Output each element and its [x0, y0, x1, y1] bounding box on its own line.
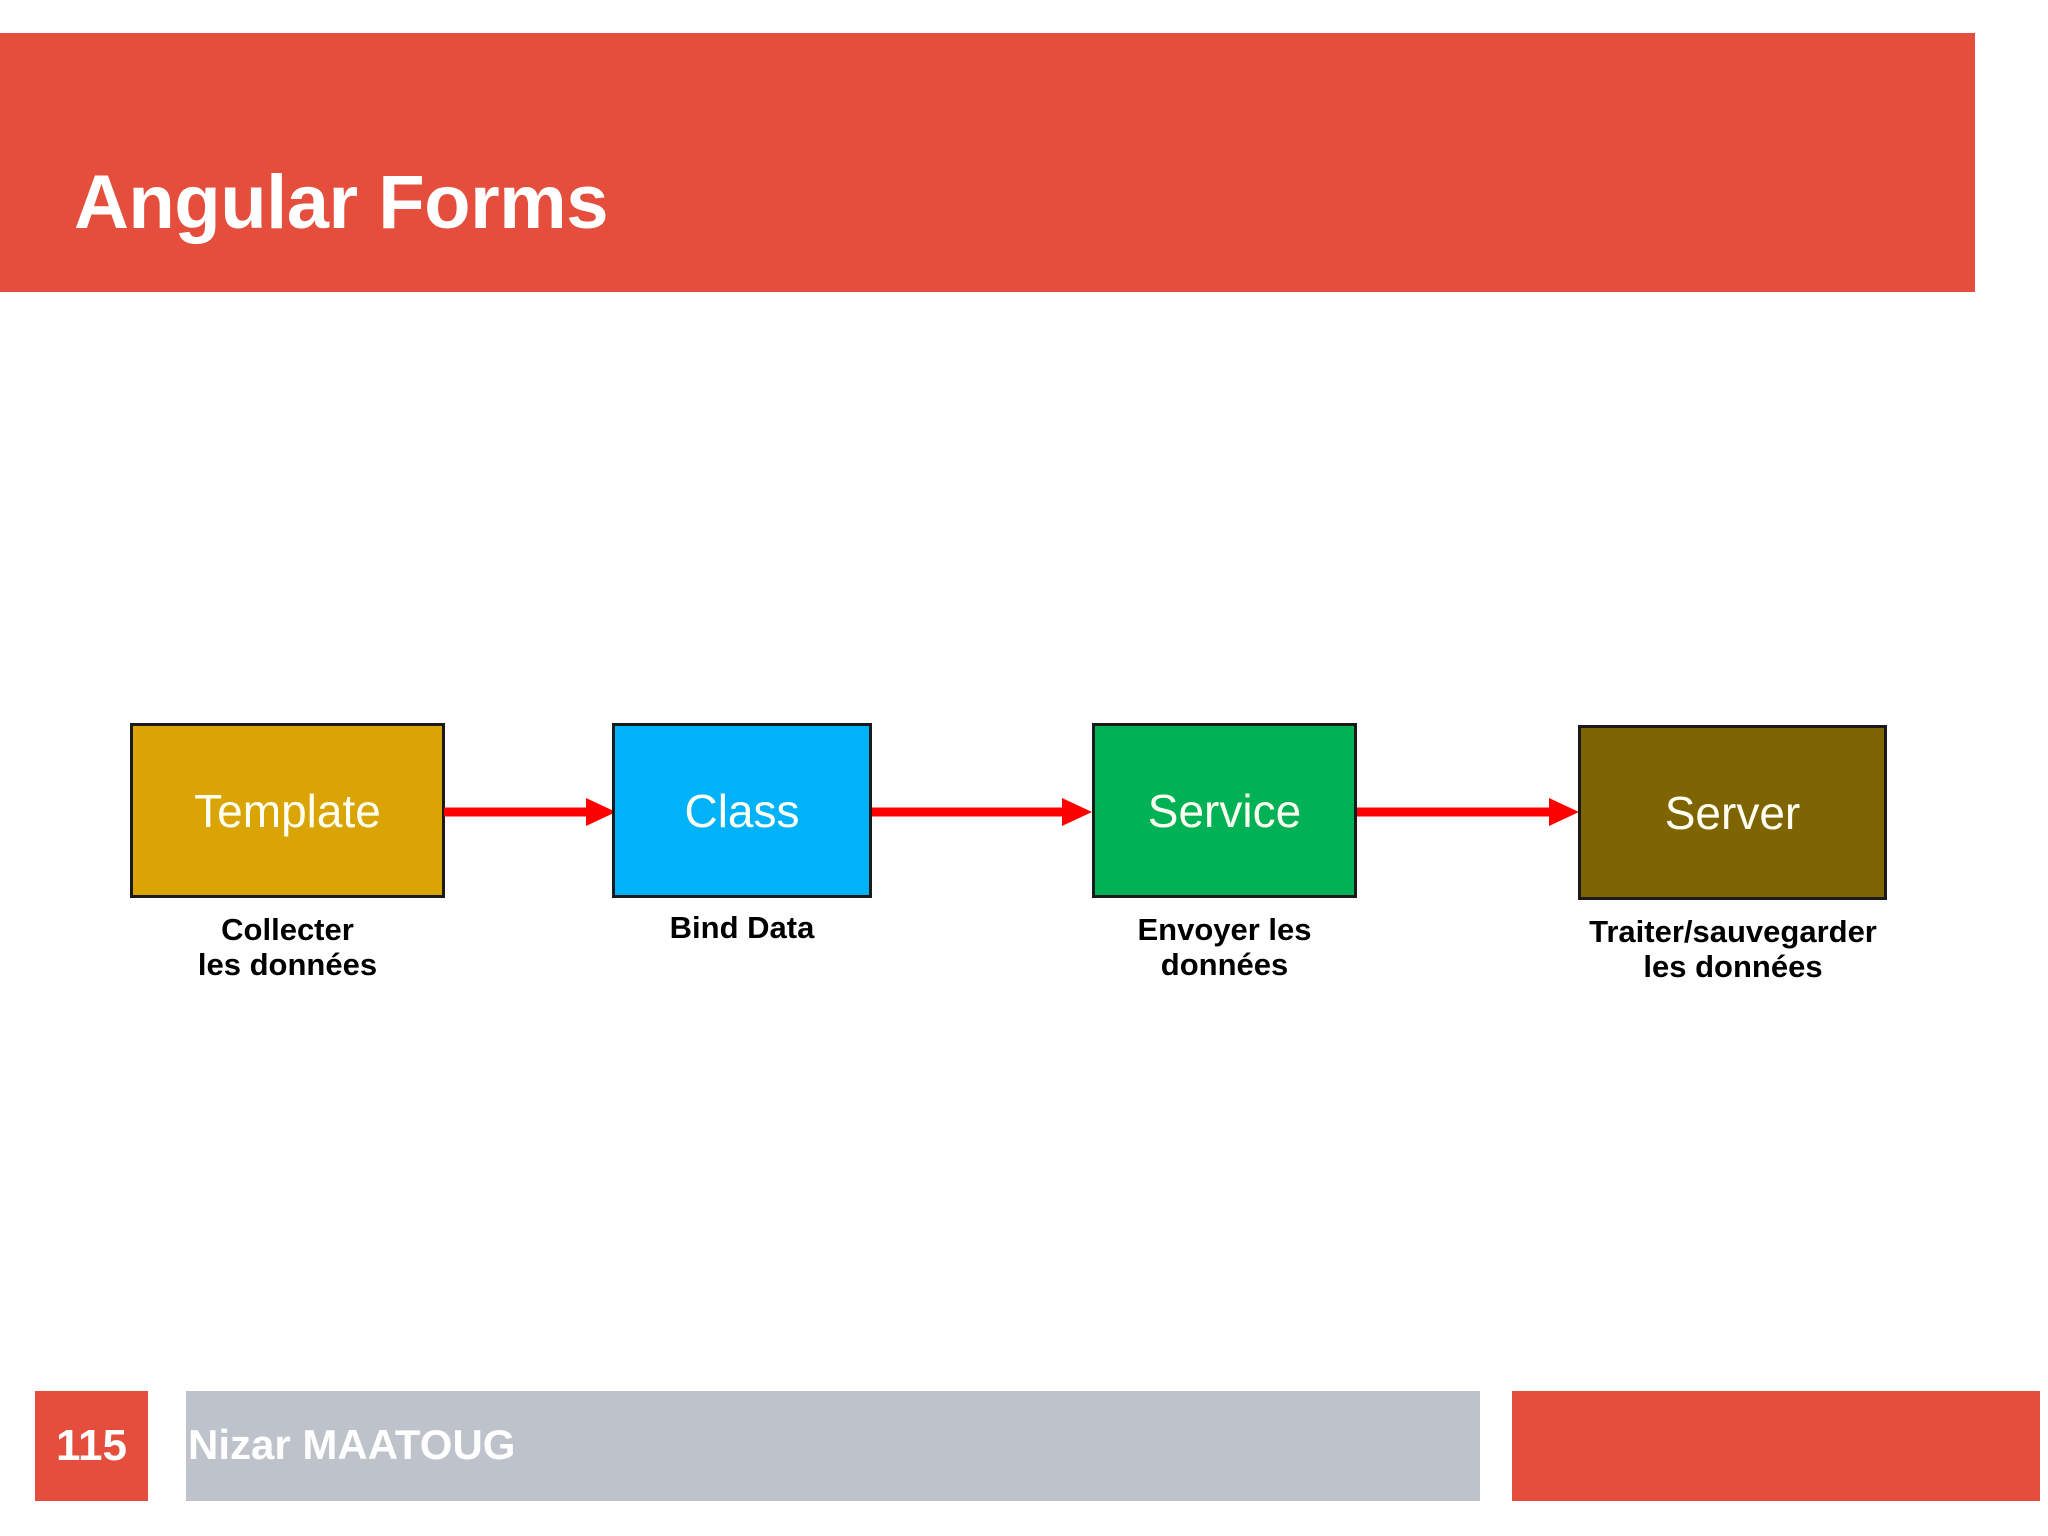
flow-node-class-box[interactable]: Class [612, 723, 872, 898]
page-title: Angular Forms [74, 160, 609, 245]
flow-node-class[interactable]: Class Bind Data [612, 723, 872, 945]
flow-node-server-box[interactable]: Server [1578, 725, 1887, 900]
flow-node-service[interactable]: Service Envoyer les données [1092, 723, 1357, 982]
flow-node-template-box[interactable]: Template [130, 723, 445, 898]
footer-accent-block [1512, 1391, 2040, 1501]
flow-node-template[interactable]: Template Collecter les données [130, 723, 445, 982]
flow-node-template-label: Template [194, 784, 381, 837]
footer-author-name: Nizar MAATOUG [188, 1421, 516, 1468]
page-number-badge: 115 [35, 1391, 148, 1501]
flow-node-server-caption: Traiter/sauvegarder les données [1589, 914, 1877, 984]
flow-node-server-label: Server [1664, 786, 1801, 839]
flow-arrow-service-to-server [1357, 796, 1579, 828]
flow-node-template-caption: Collecter les données [197, 912, 378, 982]
flow-node-service-caption: Envoyer les données [1137, 912, 1312, 982]
flow-arrow-class-to-service [872, 796, 1092, 828]
flow-node-service-label: Service [1147, 784, 1302, 837]
flow-node-server[interactable]: Server Traiter/sauvegarder les données [1578, 725, 1887, 984]
flow-arrow-template-to-class [444, 796, 616, 828]
flow-node-class-caption: Bind Data [669, 910, 815, 945]
page-number: 115 [56, 1421, 127, 1470]
flow-node-service-box[interactable]: Service [1092, 723, 1357, 898]
flow-node-class-label: Class [684, 784, 800, 837]
flow-diagram: Template Collecter les données Class Bin… [0, 700, 2048, 1060]
slide-title-banner: Angular Forms [0, 33, 1975, 292]
footer-bar [186, 1391, 1480, 1501]
